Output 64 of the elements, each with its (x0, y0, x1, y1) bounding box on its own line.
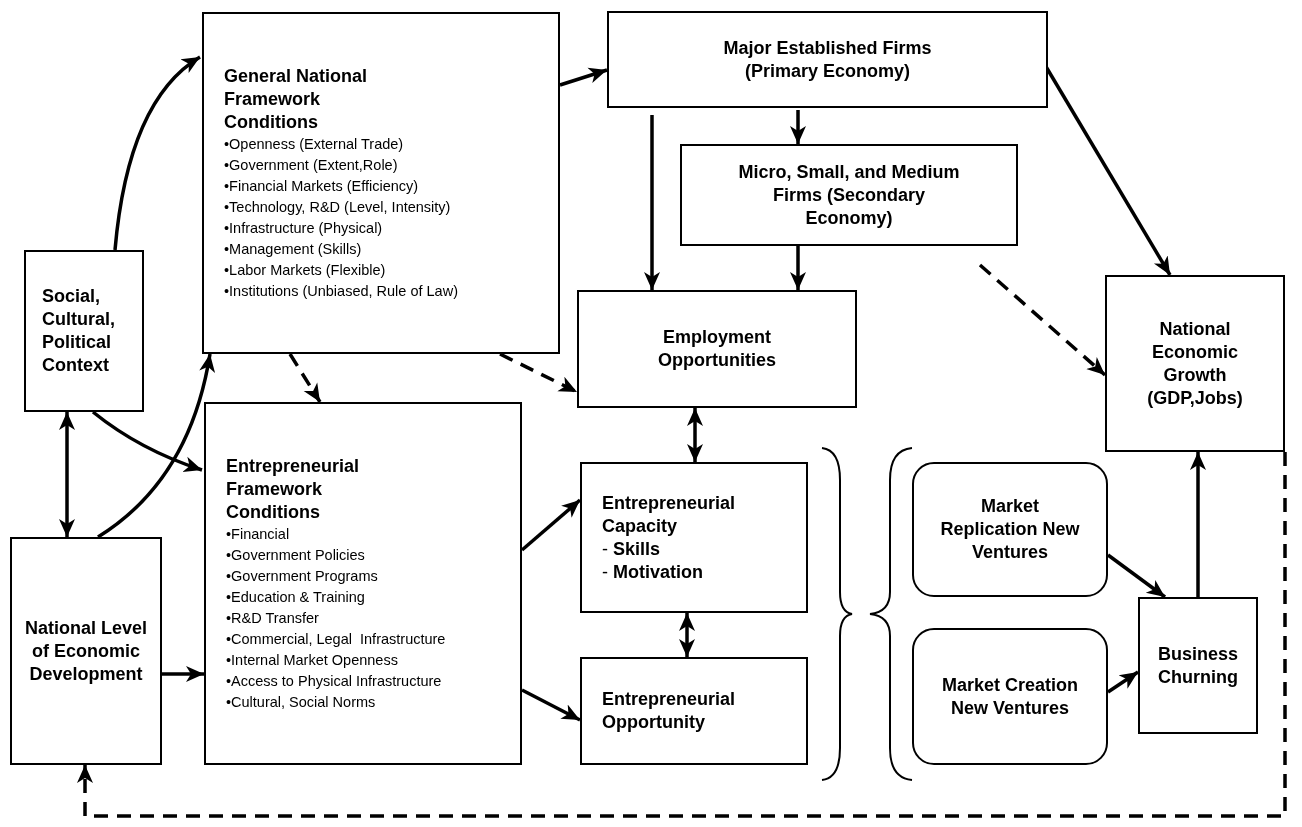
box-label: Major Established Firms (Primary Economy) (722, 36, 933, 83)
bullet-item: •Technology, R&D (Level, Intensity) (224, 197, 451, 217)
process-box (1138, 597, 1258, 734)
arrow (1190, 452, 1206, 597)
box-label: National Economic Growth (GDP,Jobs) (1146, 317, 1244, 410)
arrow (687, 408, 703, 462)
process-box (202, 12, 560, 354)
bullet-item: •Infrastructure (Physical) (224, 218, 383, 238)
bullet-item: •Government (Extent,Role) (224, 155, 398, 175)
process-box (680, 144, 1018, 246)
box-label: Market Creation New Ventures (940, 673, 1079, 720)
arrow (288, 353, 322, 403)
arrow (91, 410, 203, 472)
arrow (97, 353, 215, 539)
process-box (204, 402, 522, 765)
bullet-item: •Institutions (Unbiased, Rule of Law) (224, 281, 458, 301)
arrow (679, 613, 695, 657)
arrow (521, 688, 581, 722)
box-label: Market Replication New Ventures (939, 495, 1081, 564)
arrow (559, 67, 608, 87)
bullet-item: •R&D Transfer (226, 608, 319, 628)
box-heading: Entrepreneurial Opportunity (602, 688, 737, 734)
arrow (59, 412, 75, 537)
bullet-item: •Cultural, Social Norms (226, 692, 376, 712)
box-label: - Skills (602, 537, 661, 561)
arrow (644, 115, 660, 290)
bullet-item: •Internal Market Openness (226, 650, 398, 670)
bullet-item: •Education & Training (226, 587, 365, 607)
box-heading: Entrepreneurial Capacity (602, 491, 737, 538)
arrow (790, 246, 806, 290)
arrow (77, 452, 1287, 818)
bullet-item: •Government Programs (226, 566, 378, 586)
process-box (1105, 275, 1285, 452)
arrow (978, 263, 1107, 377)
bullet-item: •Management (Skills) (224, 239, 362, 259)
arrow (162, 666, 204, 682)
arrow (499, 352, 578, 394)
bullet-item: •Commercial, Legal Infrastructure (226, 629, 446, 649)
bullet-item: •Financial (226, 524, 290, 544)
box-heading: Entrepreneurial Framework Conditions (226, 454, 361, 524)
rounded-box (912, 628, 1108, 765)
arrow (1107, 670, 1139, 694)
process-box (580, 462, 808, 613)
bullet-item: •Openness (External Trade) (224, 134, 404, 154)
bullet-item: •Access to Physical Infrastructure (226, 671, 442, 691)
process-box (607, 11, 1048, 108)
box-label: - Motivation (602, 560, 703, 584)
bullet-item: •Financial Markets (Efficiency) (224, 176, 419, 196)
box-label: Employment Opportunities (657, 326, 777, 372)
process-box (580, 657, 808, 765)
box-label: Social, Cultural, Political Context (42, 285, 116, 377)
bullet-item: •Labor Markets (Flexible) (224, 260, 386, 280)
box-heading: General National Framework Conditions (224, 64, 369, 134)
arrow (790, 110, 806, 144)
box-label: Business Churning (1156, 642, 1239, 689)
process-box (10, 537, 162, 765)
bullet-item: •Government Policies (226, 545, 365, 565)
rounded-box (912, 462, 1108, 597)
box-label: Micro, Small, and Medium Firms (Secondary Economy) (737, 160, 961, 230)
arrow (113, 55, 201, 251)
process-box (577, 290, 857, 408)
box-label: National Level of Economic Development (23, 616, 148, 686)
process-box (24, 250, 144, 412)
arrow (1106, 553, 1167, 599)
